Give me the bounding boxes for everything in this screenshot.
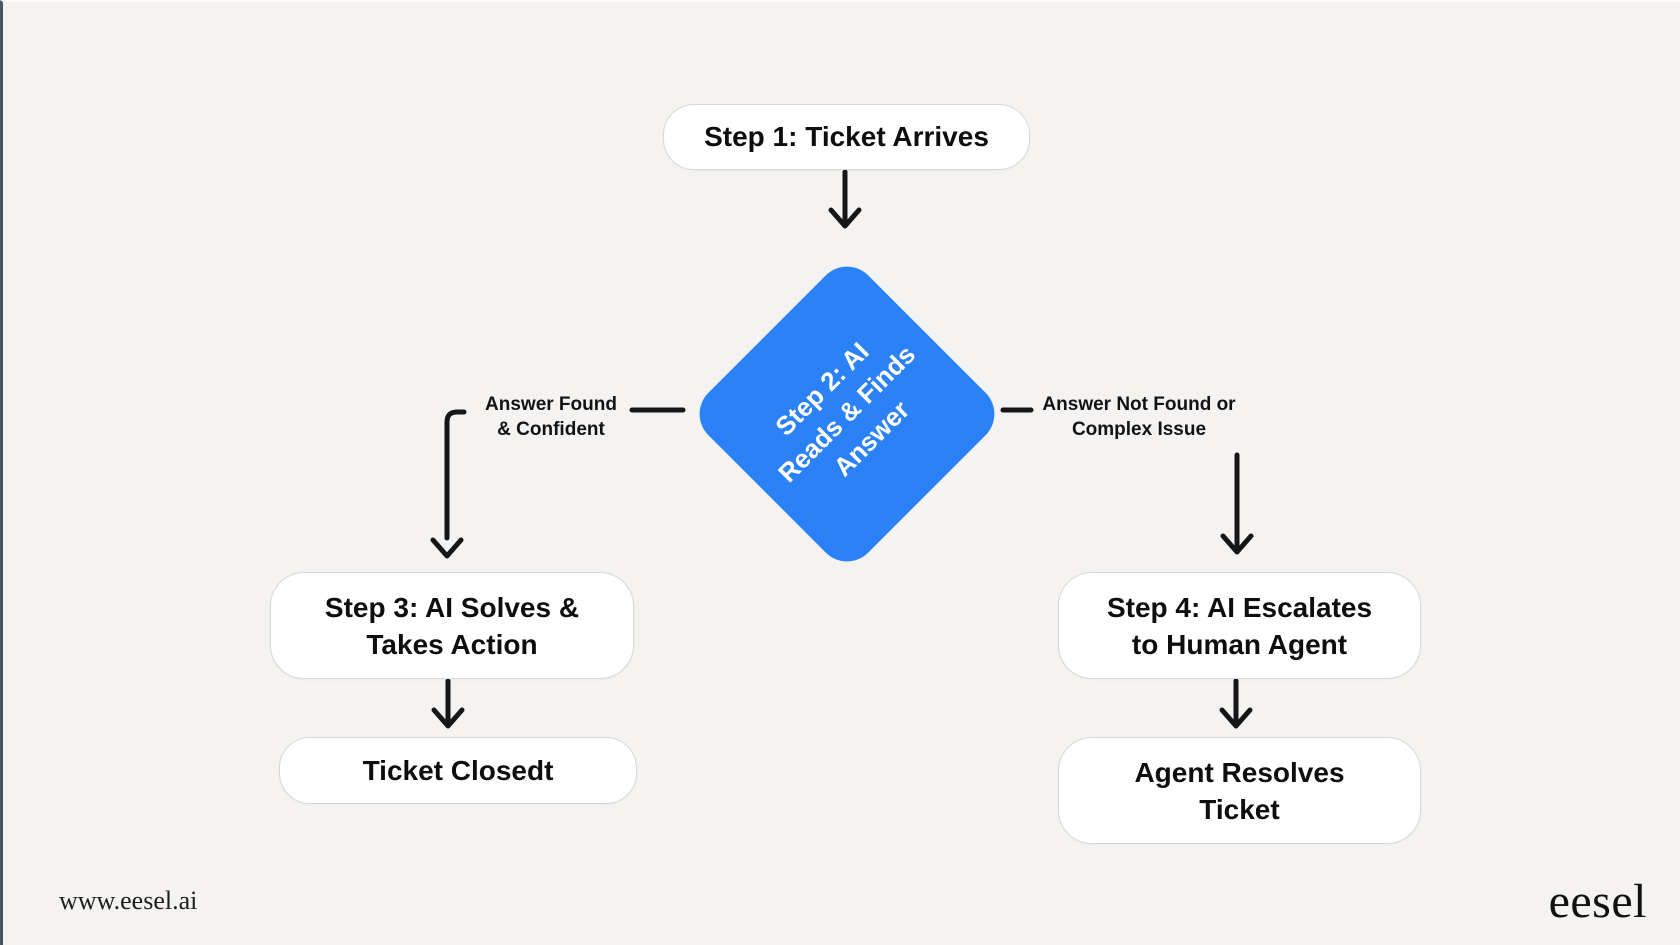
arrow-head-icon	[1219, 707, 1253, 729]
edge-label-answer-found-confident: Answer Found & Confident	[485, 394, 617, 440]
arrow-head-icon	[1220, 533, 1254, 555]
eesel-logo: eesel	[1548, 875, 1647, 928]
arrow-head-icon	[431, 707, 465, 729]
arrow-step1-to-step2	[828, 169, 862, 229]
edge-label-answer-not-found-complex: Answer Not Found or Complex Issue	[1042, 394, 1236, 440]
arrow-step4-to-agent-resolves	[1219, 678, 1253, 729]
footer-website-url: www.eesel.ai	[59, 886, 198, 915]
node-step3-ai-solves: Step 3: AI Solves & Takes Action	[270, 572, 634, 679]
arrow-head-icon	[828, 207, 862, 229]
node-ticket-closed: Ticket Closedt	[279, 737, 637, 804]
node-agent-resolves-ticket: Agent Resolves Ticket	[1058, 737, 1421, 844]
arrow-step3-to-ticket-closed	[431, 678, 465, 729]
arrow-head-icon	[430, 537, 464, 559]
node-step4-ai-escalates: Step 4: AI Escalates to Human Agent	[1058, 572, 1421, 679]
node-step1-ticket-arrives: Step 1: Ticket Arrives	[663, 104, 1030, 170]
